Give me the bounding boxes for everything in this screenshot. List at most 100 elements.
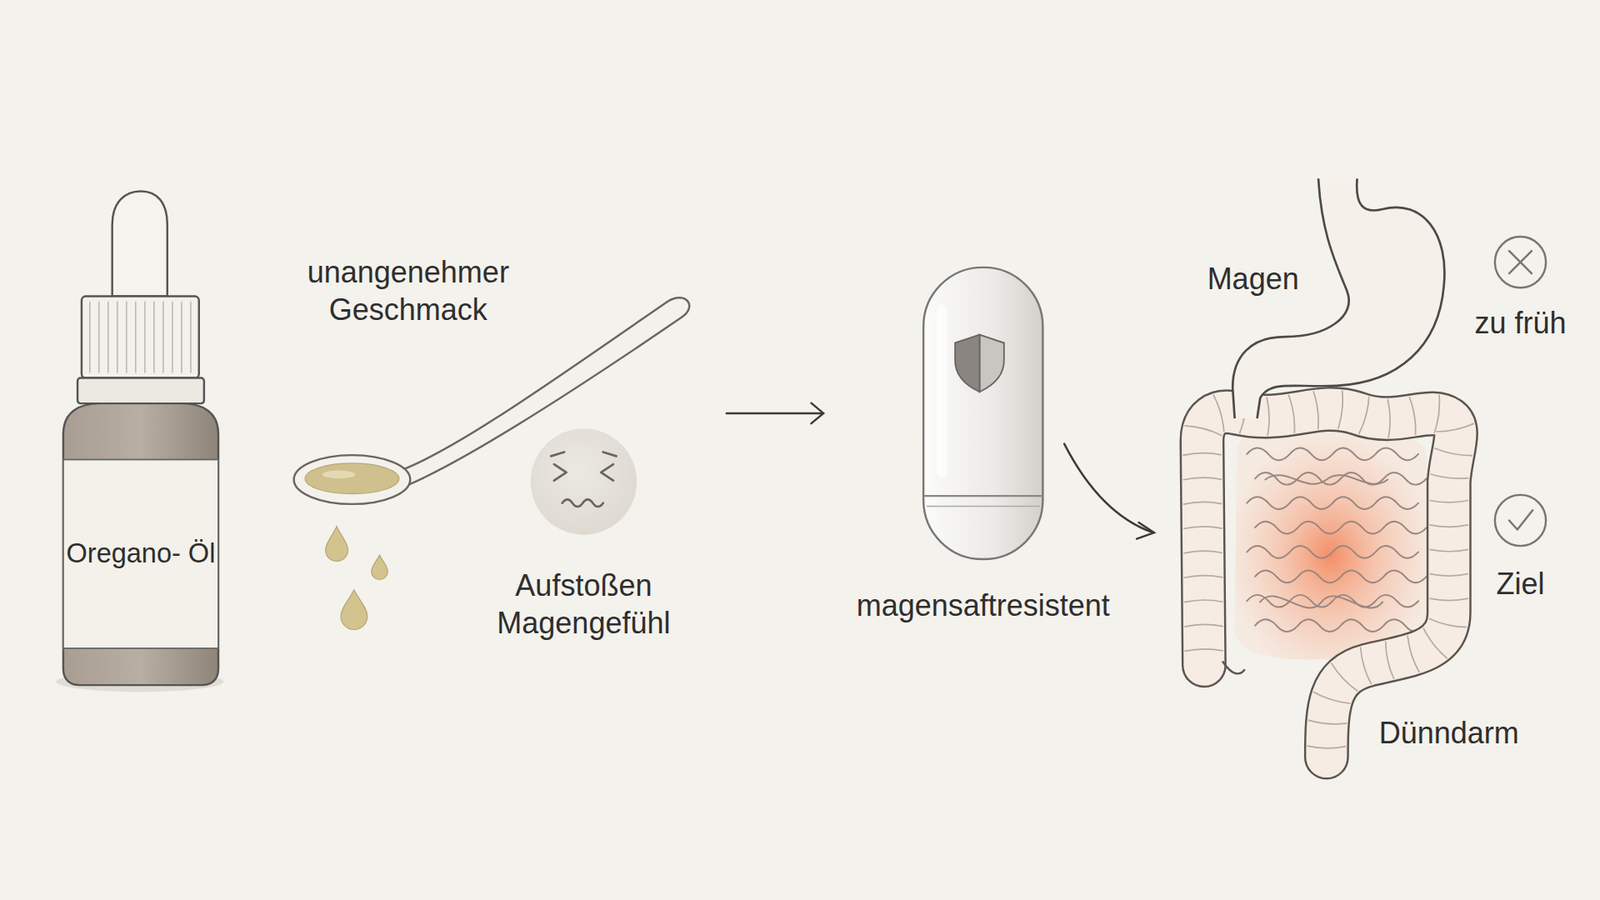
bottle-outline <box>107 300 109 373</box>
large-intestine-folds <box>1184 575 1224 579</box>
nausea-face <box>530 428 637 535</box>
cross-icon <box>1509 250 1532 274</box>
small-intestine-coils <box>1246 545 1419 559</box>
oil-drops <box>325 526 349 562</box>
bottle-outline <box>190 300 191 373</box>
large-intestine-folds <box>1430 549 1470 551</box>
bottle-label: Oregano- Öl <box>66 536 216 571</box>
curved-arrow <box>1064 444 1155 540</box>
small-intestine-glow <box>1235 429 1427 660</box>
oil-drops <box>325 526 389 630</box>
large-intestine-folds <box>1266 396 1270 436</box>
bottle-outline <box>112 190 168 296</box>
capsule-outline <box>926 505 1040 507</box>
large-intestine-folds <box>1308 720 1347 725</box>
small-intestine-coils <box>1255 570 1427 583</box>
large-intestine-folds <box>1184 425 1222 436</box>
spoon <box>294 455 411 505</box>
stomach-outline <box>1232 178 1350 419</box>
large-intestine-folds <box>1184 624 1224 627</box>
large-intestine-folds <box>1307 745 1347 749</box>
large-intestine-folds <box>1182 453 1222 456</box>
bottle-outline <box>144 300 145 373</box>
nausea-face <box>554 464 567 481</box>
large-intestine-folds <box>1183 501 1223 505</box>
large-intestine-folds <box>1360 646 1372 685</box>
bottle-outline <box>180 300 182 373</box>
large-intestine-folds <box>1434 448 1473 456</box>
status-label: Ziel <box>1495 565 1545 603</box>
bottle-outline <box>98 300 100 373</box>
capsule-outline <box>955 335 980 393</box>
small-intestine-coils <box>1255 619 1427 632</box>
cross-icon <box>1495 236 1546 288</box>
bottle-outline <box>153 300 155 373</box>
bottle-outline <box>171 300 173 373</box>
large-intestine-folds <box>1184 600 1224 603</box>
bottle-outline <box>125 300 127 373</box>
text-area: magensaftresistent <box>856 586 1110 625</box>
large-intestine-folds <box>1358 396 1369 435</box>
spoon <box>305 463 400 495</box>
cross-icon <box>1495 236 1546 288</box>
large-intestine-folds <box>1430 474 1469 479</box>
large-intestine-folds <box>1330 662 1358 691</box>
curved-arrow <box>1136 522 1155 540</box>
text-area: Oregano- Öl <box>63 459 219 649</box>
oil-bottle: Oregano- Öl <box>59 189 223 690</box>
capsule-caption: magensaftresistent <box>856 586 1110 625</box>
small-intestine-coils <box>1255 521 1427 535</box>
large-intestine-folds <box>1430 525 1470 527</box>
small-intestine-coils <box>1246 448 1427 632</box>
check-icon <box>1495 495 1546 546</box>
nausea-face <box>530 428 637 535</box>
large-intestine-outline <box>1201 409 1456 758</box>
nausea-face <box>562 499 604 507</box>
cross-icon <box>1509 250 1532 274</box>
large-intestine-folds <box>1183 477 1223 480</box>
stomach-outline <box>1257 178 1445 419</box>
nausea-face <box>603 451 617 456</box>
large-intestine-folds <box>1183 550 1223 554</box>
flow-arrow <box>810 403 824 424</box>
small-intestine-coils <box>1246 595 1419 608</box>
large-intestine-folds <box>1338 390 1344 429</box>
large-intestine-folds <box>1407 635 1420 673</box>
large-intestine-folds <box>1288 395 1295 434</box>
capsule-outline <box>979 335 1004 393</box>
large-intestine-folds <box>1423 628 1448 660</box>
large-intestine-folds <box>1385 640 1395 679</box>
large-intestine-folds <box>1313 691 1350 704</box>
small-intestine-coils <box>1246 448 1419 461</box>
symptom-note: Aufstoßen Magengefühl <box>445 566 722 642</box>
capsule-outline <box>936 304 947 478</box>
enteric-capsule: magensaftresistent <box>918 263 1049 631</box>
organ-label: Magen <box>1207 260 1300 298</box>
large-intestine-folds <box>1183 526 1223 530</box>
large-intestine-folds <box>1184 649 1224 652</box>
large-intestine-folds <box>1435 423 1474 432</box>
large-intestine-folds <box>1313 390 1319 430</box>
digestive-tract <box>1182 178 1475 757</box>
taste-note: unangenehmer Geschmack <box>255 253 561 329</box>
small-intestine-coils <box>1265 475 1388 485</box>
check-icon <box>1509 510 1533 530</box>
bottle-outline <box>116 300 118 373</box>
large-intestine-folds <box>1434 395 1440 434</box>
large-intestine <box>1201 409 1456 758</box>
bottle-outline <box>81 295 200 378</box>
large-intestine-folds <box>1213 394 1225 432</box>
large-intestine-folds <box>1182 390 1475 748</box>
flow-arrow <box>726 412 823 415</box>
nausea-face <box>600 464 614 481</box>
spoon <box>322 470 355 479</box>
appendix <box>1222 660 1245 674</box>
small-intestine-coils <box>1246 496 1419 510</box>
large-intestine-folds <box>1429 618 1467 627</box>
bottle-outline <box>63 403 219 685</box>
check-icon <box>1495 495 1546 546</box>
capsule-outline <box>923 267 1043 560</box>
bottle-outline <box>162 300 164 373</box>
